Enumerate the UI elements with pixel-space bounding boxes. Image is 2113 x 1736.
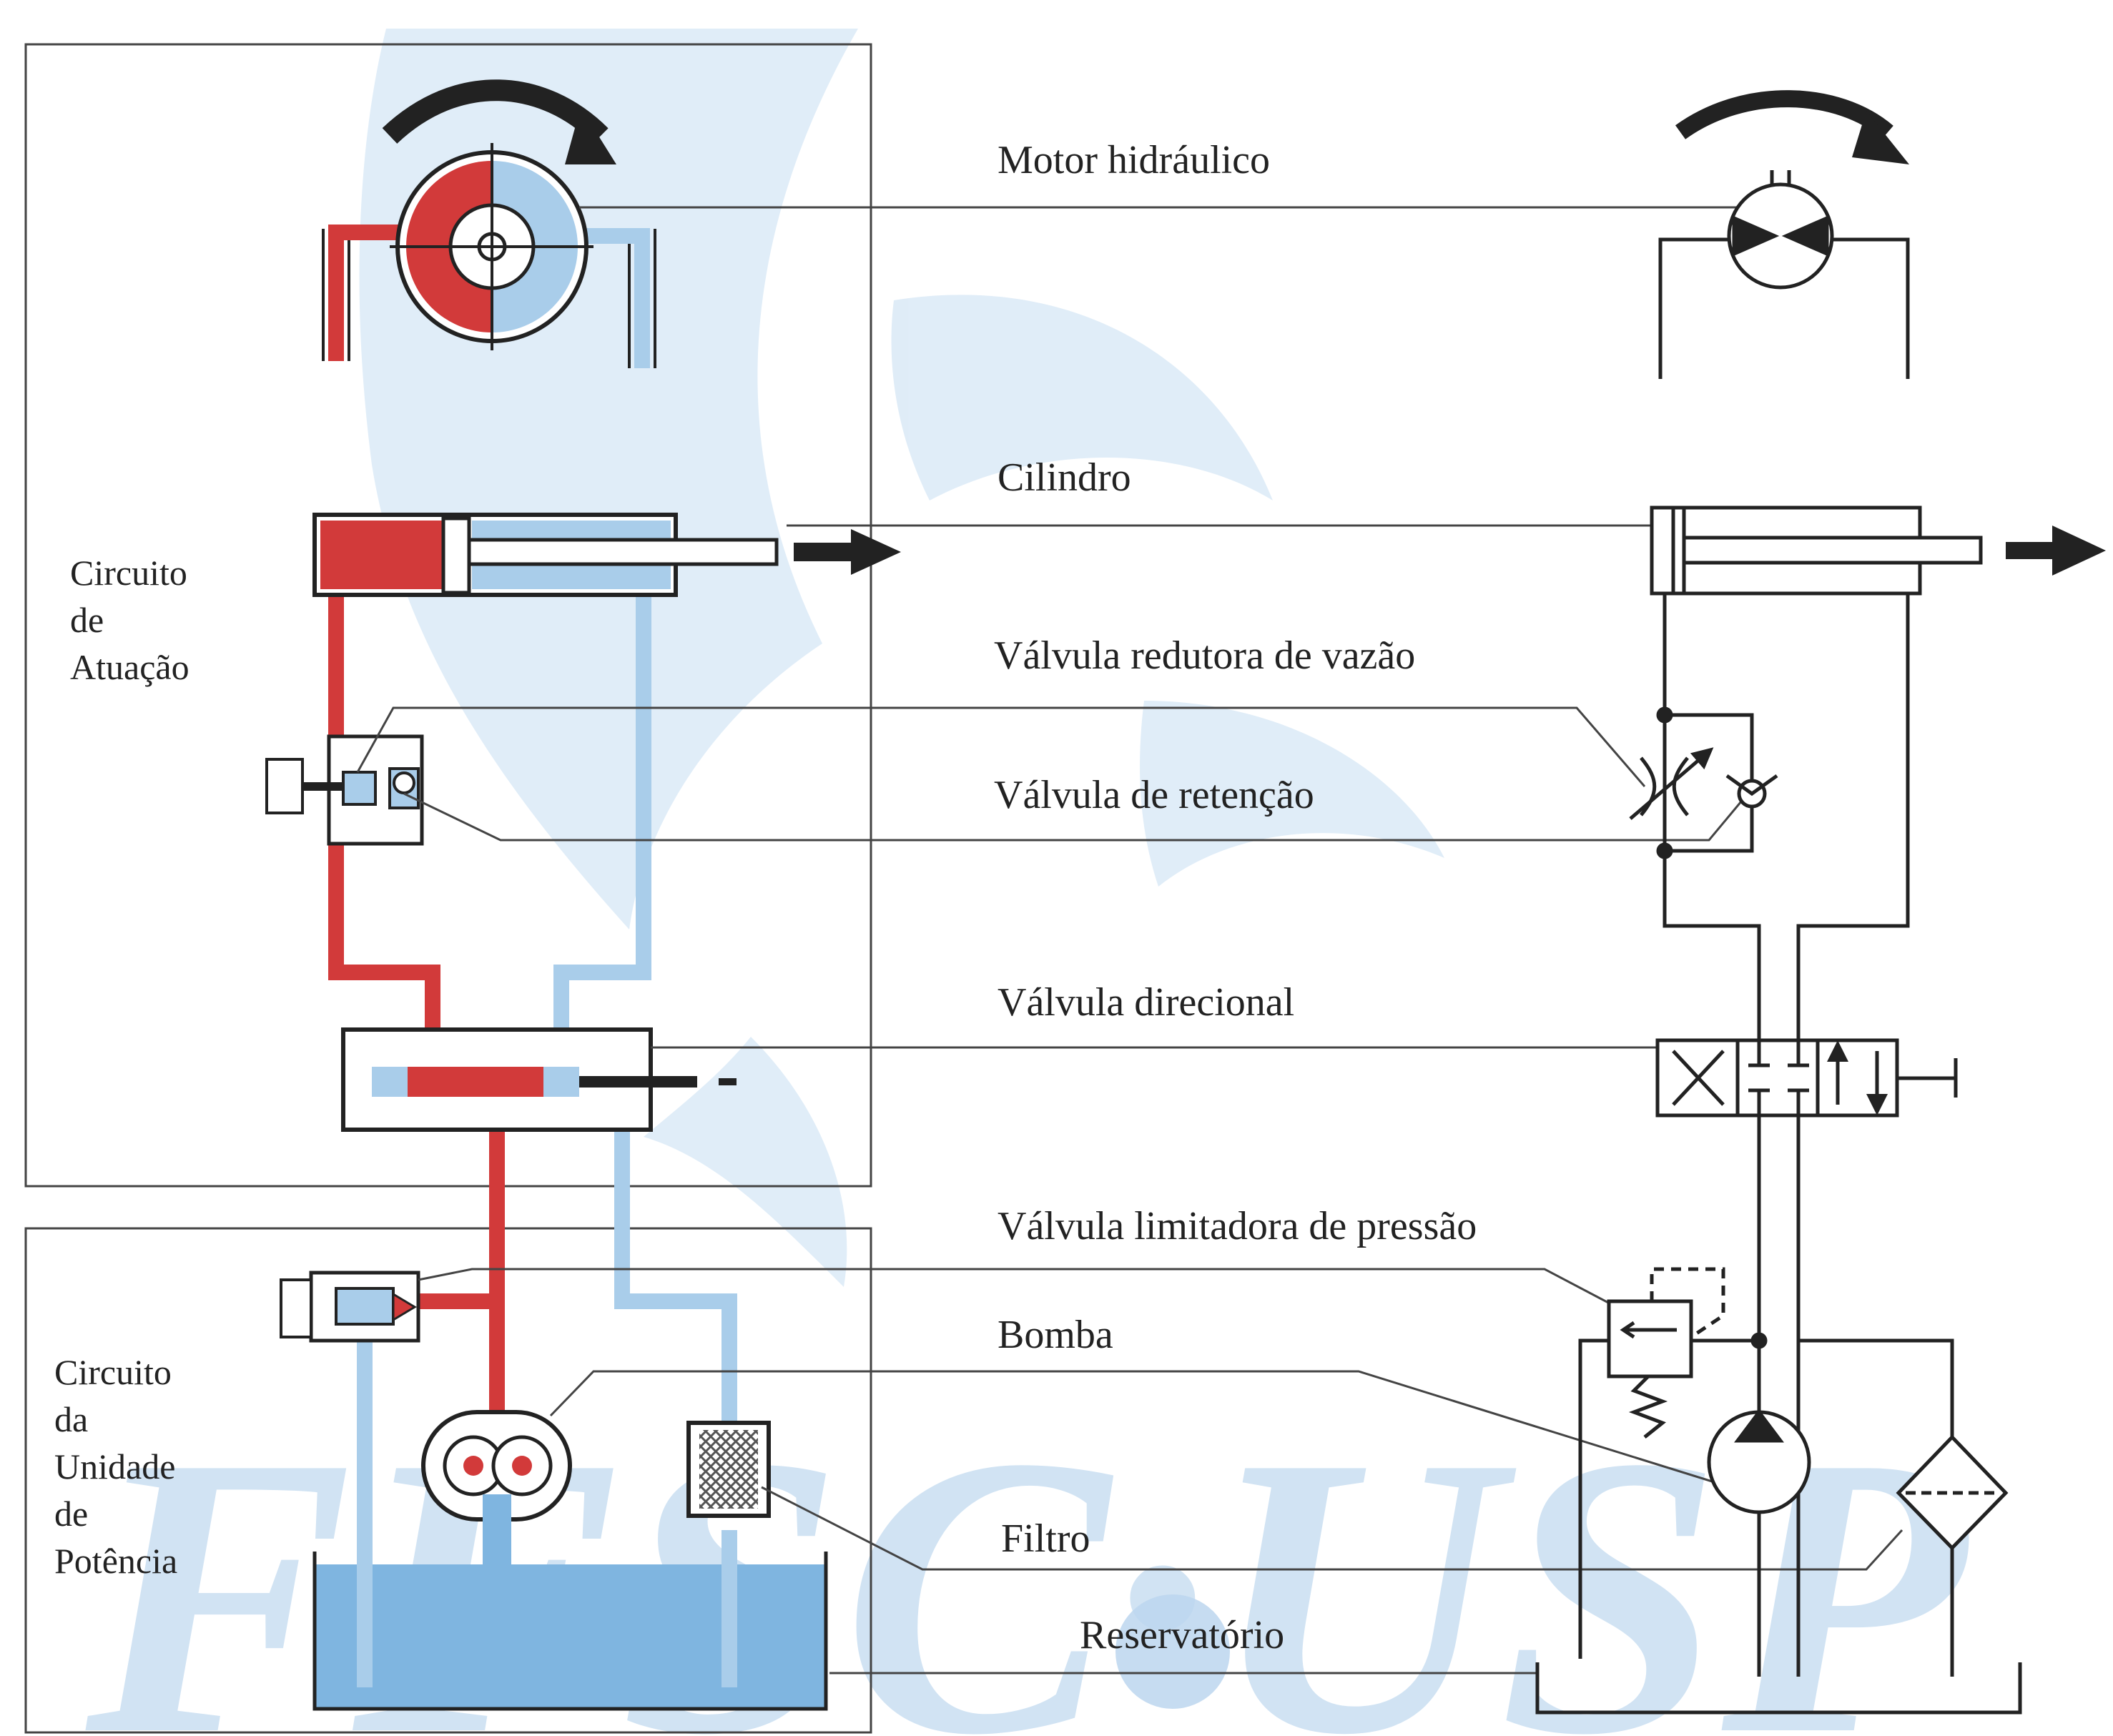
flow-control-symbol xyxy=(1629,706,1778,859)
cylinder-symbol xyxy=(1650,505,2106,596)
label-bomba: Bomba xyxy=(998,1313,1113,1357)
atuacao-box xyxy=(24,43,872,1188)
pictorial-circuit xyxy=(265,79,901,1711)
leader-lines xyxy=(356,206,1903,1675)
label-retencao: Válvula de retenção xyxy=(994,773,1314,817)
cylinder-pictorial xyxy=(312,513,901,597)
directional-valve-pictorial xyxy=(341,1027,737,1132)
pump-symbol xyxy=(1707,1409,1811,1677)
label-direcional: Válvula direcional xyxy=(998,980,1294,1025)
directional-valve-symbol xyxy=(1655,1038,1958,1118)
label-redutora: Válvula redutora de vazão xyxy=(994,633,1415,678)
potencia-box xyxy=(24,1227,872,1734)
filter-symbol xyxy=(1798,1338,2009,1677)
relief-valve-pictorial xyxy=(280,1271,420,1343)
potencia-label: Circuito da Unidade de Potência xyxy=(54,1352,184,1581)
label-cilindro: Cilindro xyxy=(998,455,1131,500)
filter-pictorial xyxy=(686,1421,771,1518)
label-motor: Motor hidráulico xyxy=(998,138,1270,182)
label-limitadora: Válvula limitadora de pressão xyxy=(998,1204,1477,1248)
reservoir-symbol xyxy=(1535,1662,2022,1715)
atuacao-label: Circuito de Atuação xyxy=(70,553,196,687)
reservoir-fluid xyxy=(315,1564,826,1707)
flow-valve-pictorial xyxy=(265,734,424,846)
motor-symbol xyxy=(1658,90,1910,379)
watermark-dot xyxy=(1115,1594,1230,1709)
relief-valve-symbol xyxy=(1578,1267,1768,1659)
motor-pictorial xyxy=(328,79,650,368)
label-reservatorio: Reservatório xyxy=(1080,1613,1284,1657)
symbolic-circuit xyxy=(1535,90,2106,1715)
pump-pictorial xyxy=(421,1410,572,1580)
label-filtro: Filtro xyxy=(1001,1516,1090,1561)
